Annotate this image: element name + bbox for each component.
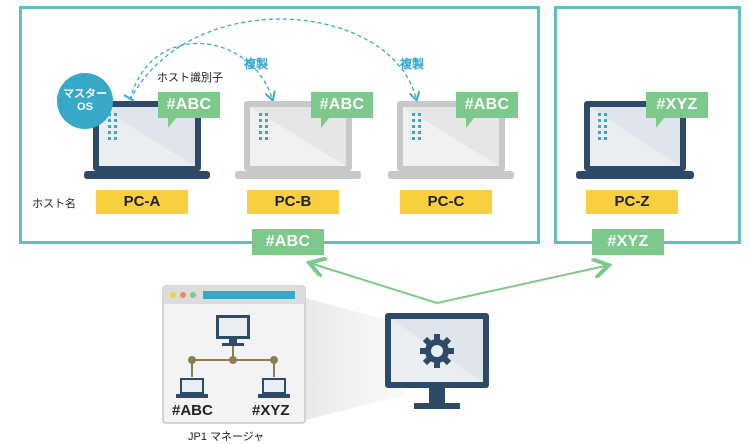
copy-label-2: 複製 xyxy=(400,57,425,71)
copy-arrow-1 xyxy=(129,42,272,100)
tag-pc-a: #ABC xyxy=(158,92,220,118)
host-name-label: ホスト名 xyxy=(32,198,76,210)
laptop-pc-c-icon xyxy=(388,101,514,179)
master-os-badge: マスター OS xyxy=(57,73,113,129)
arrow-to-group-abc xyxy=(313,264,438,304)
copy-label-1: 複製 xyxy=(244,57,269,71)
host-name-pc-b: PC-B xyxy=(247,190,339,214)
group-tag-xyz: #XYZ xyxy=(592,229,664,255)
manager-window xyxy=(162,285,306,424)
arrow-to-group-xyz xyxy=(436,266,605,304)
manager-tree-left-label: #ABC xyxy=(172,402,213,419)
manager-tree-right-label: #XYZ xyxy=(252,402,290,419)
host-name-pc-z: PC-Z xyxy=(586,190,678,214)
master-os-line1: マスター xyxy=(63,88,107,100)
gear-icon xyxy=(420,334,454,368)
host-name-pc-a: PC-A xyxy=(96,190,188,214)
master-os-line2: OS xyxy=(77,101,93,113)
tag-pc-z: #XYZ xyxy=(646,92,708,118)
group-tag-abc: #ABC xyxy=(252,229,324,255)
copy-arrow-2 xyxy=(129,18,416,100)
host-name-pc-c: PC-C xyxy=(400,190,492,214)
tag-pc-b: #ABC xyxy=(311,92,373,118)
tag-pc-c: #ABC xyxy=(456,92,518,118)
host-identifier-label: ホスト識別子 xyxy=(157,72,223,84)
manager-label: JP1 マネージャ xyxy=(188,431,265,443)
